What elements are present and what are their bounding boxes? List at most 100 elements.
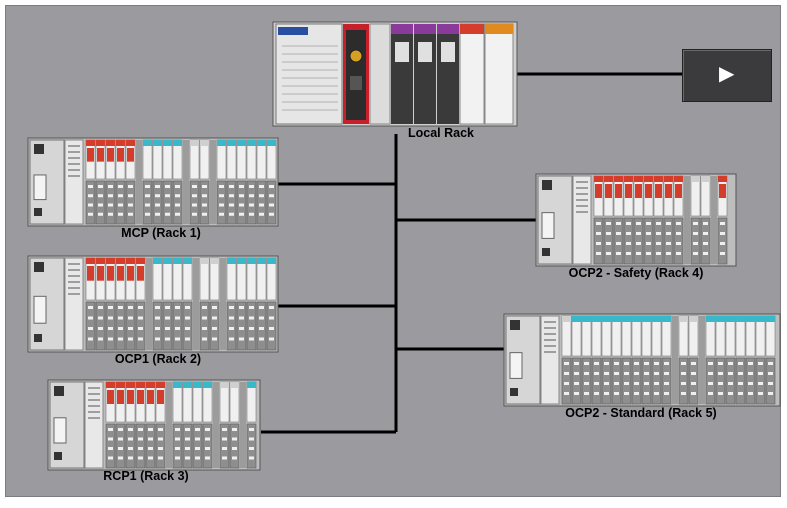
terminal-screw bbox=[118, 327, 123, 330]
terminal-screw bbox=[158, 447, 163, 450]
rack-mcp[interactable] bbox=[27, 137, 279, 227]
terminal-screw bbox=[564, 372, 569, 375]
terminal-screw bbox=[269, 194, 274, 198]
adapter-port bbox=[54, 386, 64, 396]
io-module-head bbox=[200, 258, 209, 264]
safety-indicator bbox=[635, 184, 642, 198]
terminal-screw bbox=[664, 362, 669, 365]
terminal-screw bbox=[758, 392, 763, 395]
io-module-head bbox=[116, 258, 125, 264]
play-button[interactable]: ▶ bbox=[682, 49, 772, 102]
terminal-base bbox=[715, 357, 726, 405]
terminal-base bbox=[631, 357, 642, 405]
rack-ocp1[interactable] bbox=[27, 255, 279, 353]
terminal-screw bbox=[222, 447, 227, 450]
rack-rcp1[interactable] bbox=[47, 379, 261, 471]
terminal-screw bbox=[259, 185, 264, 188]
terminal-screw bbox=[738, 382, 743, 385]
label-ocp1-rack: OCP1 (Rack 2) bbox=[114, 352, 202, 366]
terminal-screw bbox=[676, 222, 681, 225]
adapter-port-2 bbox=[542, 248, 550, 256]
safety-indicator bbox=[97, 266, 104, 281]
terminal-screw bbox=[676, 242, 681, 245]
terminal-screw bbox=[249, 327, 254, 330]
io-module-head bbox=[146, 382, 155, 388]
network-diagram: Local Rack MCP (Rack 1) OCP1 (Rack 2) RC… bbox=[5, 5, 781, 497]
terminal-screw bbox=[718, 372, 723, 375]
safety-indicator bbox=[107, 266, 114, 281]
terminal-screw bbox=[666, 252, 671, 255]
terminal-screw bbox=[138, 306, 143, 309]
terminal-screw bbox=[118, 437, 123, 441]
terminal-screw bbox=[138, 337, 143, 341]
io-module-head bbox=[689, 316, 698, 322]
terminal-screw bbox=[212, 337, 217, 341]
terminal-base bbox=[745, 357, 756, 405]
terminal-screw bbox=[664, 392, 669, 395]
terminal-base bbox=[202, 423, 213, 469]
terminal-screw bbox=[718, 382, 723, 385]
terminal-base bbox=[125, 301, 136, 351]
terminal-screw bbox=[155, 212, 160, 216]
io-module-head bbox=[594, 176, 603, 182]
io-module-head bbox=[136, 258, 145, 264]
terminal-screw bbox=[636, 252, 641, 255]
terminal-screw bbox=[748, 382, 753, 385]
terminal-screw bbox=[720, 252, 725, 255]
io-module bbox=[236, 257, 247, 301]
terminal-screw bbox=[239, 194, 244, 198]
local-rack-chassis[interactable] bbox=[272, 21, 518, 127]
terminal-screw bbox=[175, 456, 180, 460]
terminal-screw bbox=[118, 337, 123, 341]
terminal-screw bbox=[232, 447, 237, 450]
terminal-screw bbox=[606, 242, 611, 245]
terminal-screw bbox=[185, 306, 190, 309]
safety-indicator bbox=[107, 390, 114, 404]
terminal-screw bbox=[175, 203, 180, 207]
terminal-screw bbox=[624, 382, 629, 385]
io-module-head bbox=[247, 140, 256, 146]
terminal-base bbox=[105, 423, 116, 469]
terminal-base bbox=[236, 301, 247, 351]
terminal-base bbox=[266, 180, 277, 225]
io-module-head bbox=[230, 382, 239, 388]
module-gap bbox=[210, 140, 216, 224]
terminal-screw bbox=[128, 212, 133, 216]
terminal-screw bbox=[768, 392, 773, 395]
io-module-head bbox=[644, 176, 653, 182]
terminal-screw bbox=[574, 392, 579, 395]
terminal-base bbox=[641, 357, 652, 405]
terminal-screw bbox=[564, 362, 569, 365]
terminal-screw bbox=[165, 337, 170, 341]
terminal-base bbox=[172, 423, 183, 469]
terminal-screw bbox=[229, 316, 234, 320]
terminal-screw bbox=[202, 316, 207, 320]
info-module bbox=[64, 139, 84, 225]
io-module-head bbox=[701, 176, 710, 182]
label-mcp-rack: MCP (Rack 1) bbox=[121, 226, 201, 240]
adapter-port bbox=[510, 320, 520, 330]
terminal-screw bbox=[118, 185, 123, 188]
module-gap bbox=[193, 258, 199, 350]
module-gap bbox=[146, 258, 152, 350]
io-module-head bbox=[116, 382, 125, 388]
terminal-base bbox=[142, 180, 153, 225]
terminal-screw bbox=[165, 212, 170, 216]
terminal-screw bbox=[584, 372, 589, 375]
safety-indicator bbox=[97, 148, 104, 162]
terminal-screw bbox=[108, 327, 113, 330]
terminal-screw bbox=[624, 392, 629, 395]
terminal-screw bbox=[239, 185, 244, 188]
rack-ocp2-safety[interactable] bbox=[535, 173, 737, 267]
terminal-screw bbox=[108, 447, 113, 450]
io-module-head bbox=[716, 316, 725, 322]
io-module-head bbox=[237, 258, 246, 264]
io-module bbox=[172, 257, 183, 301]
io-module-white bbox=[459, 23, 485, 125]
terminal-base bbox=[95, 180, 106, 225]
io-module-head bbox=[572, 316, 581, 322]
adapter-port bbox=[34, 144, 44, 154]
terminal-screw bbox=[249, 306, 254, 309]
terminal-screw bbox=[185, 447, 190, 450]
rack-ocp2-standard[interactable] bbox=[503, 313, 781, 407]
